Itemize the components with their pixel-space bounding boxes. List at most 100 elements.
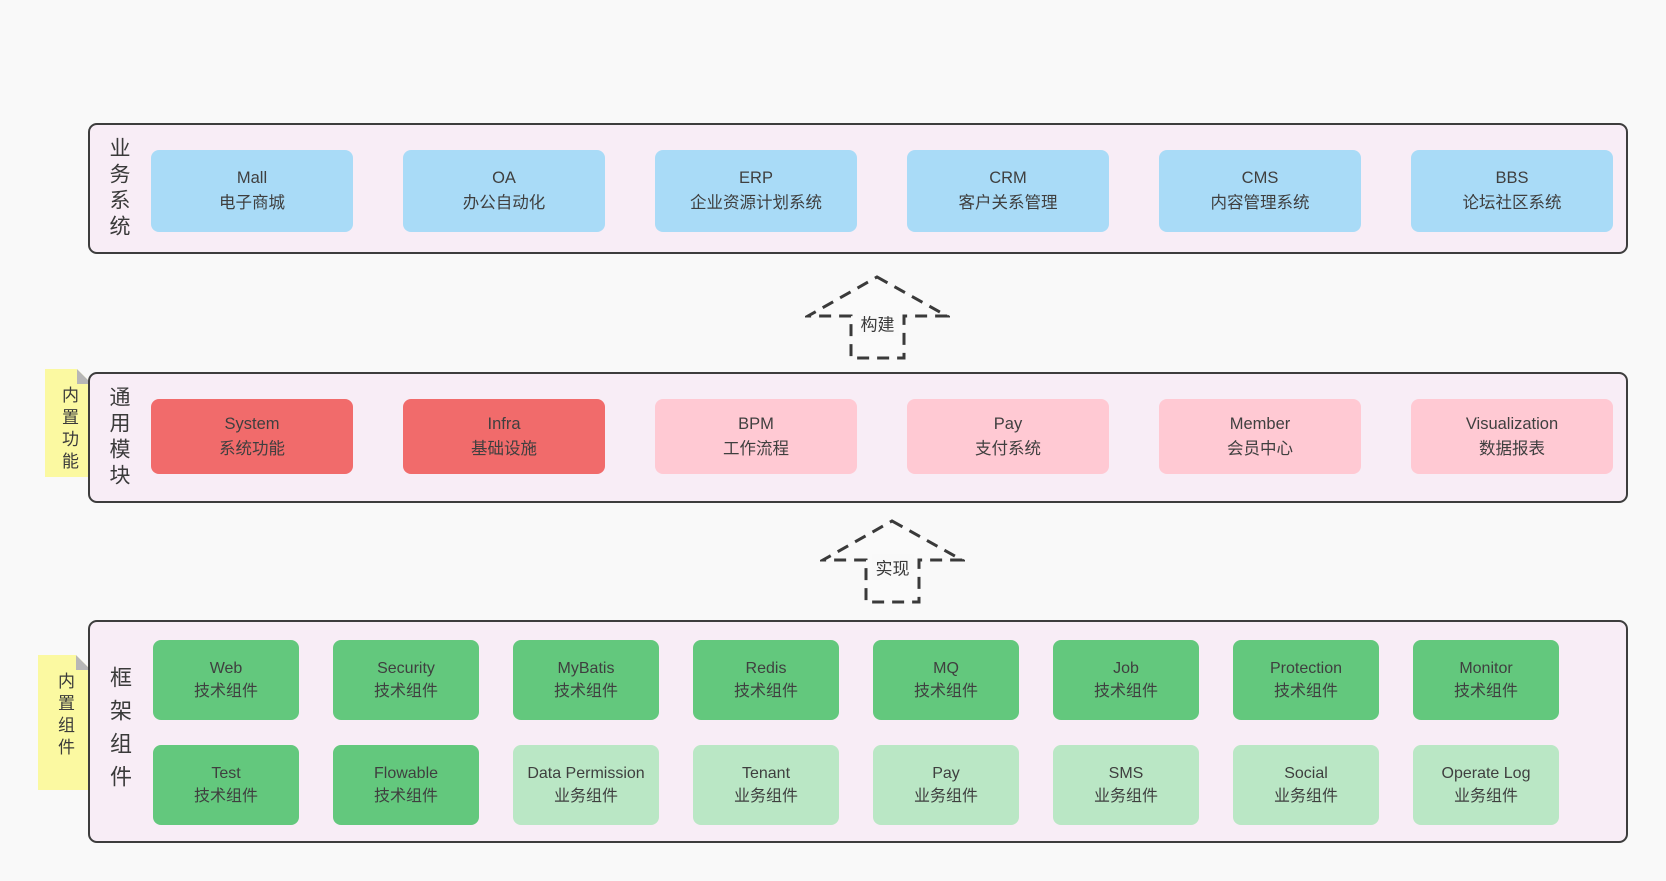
box-title: SMS <box>1108 764 1144 782</box>
box-data-permission: Data Permission 业务组件 <box>513 745 659 825</box>
box-subtitle: 系统功能 <box>219 439 285 458</box>
business-boxes-row: Mall 电子商城 OA 办公自动化 ERP 企业资源计划系统 CRM 客户关系… <box>151 150 1613 232</box>
box-subtitle: 数据报表 <box>1479 439 1545 458</box>
box-title: Web <box>209 659 243 677</box>
section-label: 业务系统 <box>107 136 130 241</box>
modules-boxes-row: System 系统功能 Infra 基础设施 BPM 工作流程 Pay 支付系统… <box>151 399 1613 474</box>
box-member: Member 会员中心 <box>1159 399 1361 474</box>
box-title: Monitor <box>1459 659 1513 677</box>
box-title: Protection <box>1269 659 1343 677</box>
box-oa: OA 办公自动化 <box>403 150 605 232</box>
arrow-label: 构建 <box>856 309 899 337</box>
box-title: MyBatis <box>557 659 615 677</box>
box-bpm: BPM 工作流程 <box>655 399 857 474</box>
box-tenant: Tenant 业务组件 <box>693 745 839 825</box>
sticky-note-builtin-features: 内置功能 <box>45 369 92 477</box>
box-subtitle: 电子商城 <box>219 194 285 212</box>
box-subtitle: 论坛社区系统 <box>1462 194 1562 212</box>
box-subtitle: 技术组件 <box>193 683 258 700</box>
box-title: Mall <box>236 169 268 188</box>
section-common-modules: 通用模块 System 系统功能 Infra 基础设施 BPM 工作流程 Pay… <box>88 372 1628 503</box>
box-subtitle: 工作流程 <box>723 439 789 458</box>
box-subtitle: 技术组件 <box>913 683 978 700</box>
box-monitor: Monitor 技术组件 <box>1413 640 1559 720</box>
box-title: ERP <box>739 169 773 188</box>
box-erp: ERP 企业资源计划系统 <box>655 150 857 232</box>
box-subtitle: 技术组件 <box>1273 683 1338 700</box>
box-title: OA <box>492 169 516 188</box>
box-subtitle: 企业资源计划系统 <box>690 194 822 212</box>
framework-row-2: Test 技术组件 Flowable 技术组件 Data Permission … <box>153 745 1559 825</box>
box-infra: Infra 基础设施 <box>403 399 605 474</box>
box-title: Tenant <box>741 764 791 782</box>
box-title: BBS <box>1495 169 1529 188</box>
box-bbs: BBS 论坛社区系统 <box>1411 150 1613 232</box>
box-title: Test <box>211 764 241 782</box>
box-subtitle: 技术组件 <box>733 683 798 700</box>
box-subtitle: 业务组件 <box>1273 788 1338 805</box>
box-title: BPM <box>738 414 774 433</box>
box-system: System 系统功能 <box>151 399 353 474</box>
box-subtitle: 客户关系管理 <box>958 194 1058 212</box>
box-cms: CMS 内容管理系统 <box>1159 150 1361 232</box>
box-title: Data Permission <box>527 764 645 782</box>
box-title: CMS <box>1241 169 1279 188</box>
box-subtitle: 技术组件 <box>373 788 438 805</box>
box-subtitle: 技术组件 <box>1453 683 1518 700</box>
box-pay: Pay 支付系统 <box>907 399 1109 474</box>
section-business-systems: 业务系统 Mall 电子商城 OA 办公自动化 ERP 企业资源计划系统 CRM… <box>88 123 1628 254</box>
box-security: Security 技术组件 <box>333 640 479 720</box>
box-mq: MQ 技术组件 <box>873 640 1019 720</box>
box-title: Visualization <box>1465 414 1559 433</box>
arrow-label: 实现 <box>871 553 914 581</box>
arrow-build: 构建 <box>805 274 950 362</box>
box-flowable: Flowable 技术组件 <box>333 745 479 825</box>
sticky-text: 内置功能 <box>59 386 78 474</box>
arrow-implement: 实现 <box>820 518 965 606</box>
section-label: 框架组件 <box>107 665 132 798</box>
box-subtitle: 业务组件 <box>1453 788 1518 805</box>
box-title: Flowable <box>373 764 439 782</box>
box-subtitle: 会员中心 <box>1227 439 1293 458</box>
box-title: MQ <box>933 659 959 677</box>
box-sms: SMS 业务组件 <box>1053 745 1199 825</box>
box-subtitle: 支付系统 <box>975 439 1041 458</box>
box-subtitle: 办公自动化 <box>462 194 546 212</box>
box-protection: Protection 技术组件 <box>1233 640 1379 720</box>
box-subtitle: 业务组件 <box>553 788 618 805</box>
box-redis: Redis 技术组件 <box>693 640 839 720</box>
box-title: CRM <box>989 169 1027 188</box>
box-title: Redis <box>745 659 787 677</box>
box-subtitle: 技术组件 <box>1093 683 1158 700</box>
box-title: Security <box>377 659 435 677</box>
box-title: Job <box>1113 659 1139 677</box>
box-subtitle: 业务组件 <box>913 788 978 805</box>
box-subtitle: 业务组件 <box>1093 788 1158 805</box>
box-visualization: Visualization 数据报表 <box>1411 399 1613 474</box>
box-crm: CRM 客户关系管理 <box>907 150 1109 232</box>
box-subtitle: 技术组件 <box>553 683 618 700</box>
box-subtitle: 技术组件 <box>373 683 438 700</box>
box-title: Infra <box>487 414 521 433</box>
section-framework-components: 框架组件 Web 技术组件 Security 技术组件 MyBatis 技术组件… <box>88 620 1628 843</box>
box-web: Web 技术组件 <box>153 640 299 720</box>
box-subtitle: 业务组件 <box>733 788 798 805</box>
box-operate-log: Operate Log 业务组件 <box>1413 745 1559 825</box>
box-pay-business: Pay 业务组件 <box>873 745 1019 825</box>
box-title: System <box>224 414 280 433</box>
section-label: 通用模块 <box>107 385 130 490</box>
box-subtitle: 内容管理系统 <box>1210 194 1310 212</box>
box-test: Test 技术组件 <box>153 745 299 825</box>
box-title: Pay <box>932 764 960 782</box>
box-title: Operate Log <box>1441 764 1531 782</box>
framework-row-1: Web 技术组件 Security 技术组件 MyBatis 技术组件 Redi… <box>153 640 1559 720</box>
sticky-note-builtin-components: 内置组件 <box>38 655 91 790</box>
box-subtitle: 基础设施 <box>471 439 537 458</box>
box-title: Social <box>1284 764 1328 782</box>
sticky-text: 内置组件 <box>55 672 74 760</box>
box-social: Social 业务组件 <box>1233 745 1379 825</box>
box-title: Member <box>1229 414 1291 433</box>
box-mall: Mall 电子商城 <box>151 150 353 232</box>
box-title: Pay <box>993 414 1023 433</box>
box-mybatis: MyBatis 技术组件 <box>513 640 659 720</box>
